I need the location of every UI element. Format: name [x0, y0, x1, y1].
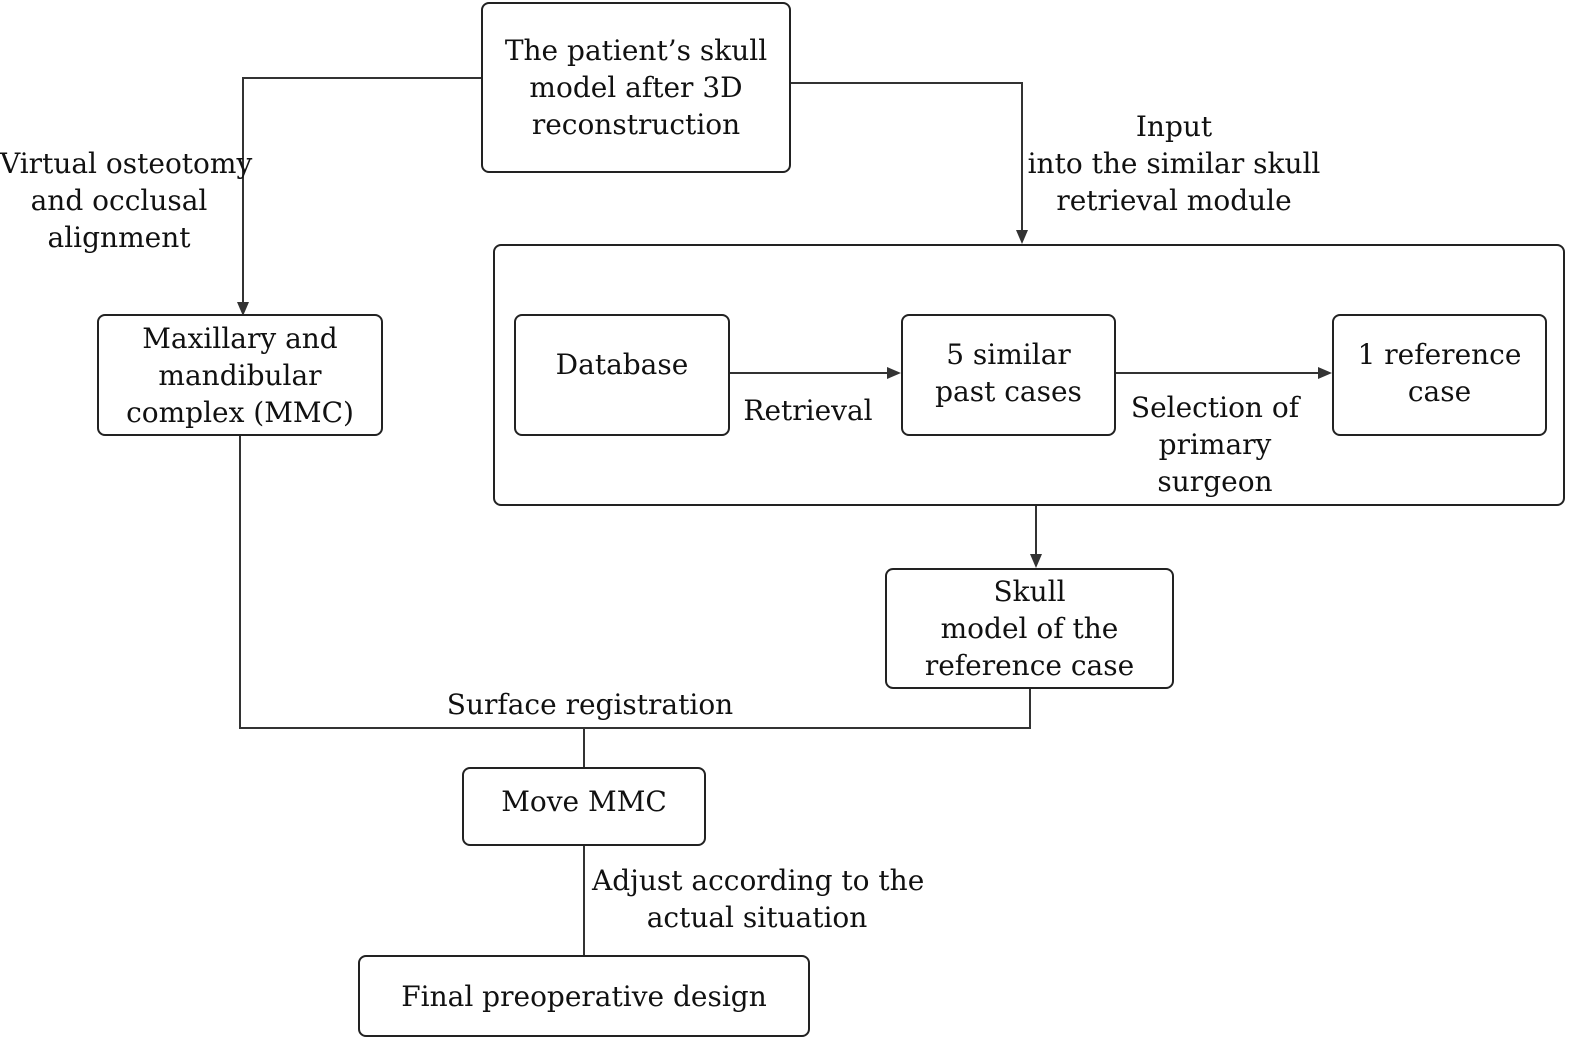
reference-case-text: 1 reference case: [1358, 336, 1522, 410]
mmc-line-2: mandibular: [158, 358, 322, 392]
adjust-line-1: Adjust according to the: [592, 864, 925, 897]
edge-skull-to-mmc: [242, 77, 481, 306]
retrieval-label: Retrieval: [740, 392, 876, 429]
adjust-line-2: actual situation: [646, 901, 868, 934]
arrowhead-module: [1016, 230, 1028, 244]
virtual-osteotomy-line-2: and occlusal: [30, 184, 208, 217]
similar-cases-text: 5 similar past cases: [935, 336, 1082, 410]
arrowhead-cases: [887, 367, 901, 379]
selection-line-1: Selection of: [1130, 391, 1300, 424]
input-module-line-1: Input: [1135, 110, 1213, 143]
mmc-text: Maxillary and mandibular complex (MMC): [126, 320, 354, 431]
virtual-osteotomy-line-1: Virtual osteotomy: [0, 147, 253, 180]
input-module-line-3: retrieval module: [1056, 184, 1292, 217]
reference-case-line-2: case: [1407, 375, 1472, 408]
input-module-label: Input into the similar skull retrieval m…: [1024, 108, 1324, 219]
skull-model-line-1: The patient’s skull: [504, 34, 768, 67]
reference-skull-line-3: reference case: [924, 649, 1135, 682]
database-box: Database: [514, 314, 730, 436]
skull-model-box: The patient’s skull model after 3D recon…: [481, 2, 791, 173]
selection-line-3: surgeon: [1157, 465, 1273, 498]
final-design-box: Final preoperative design: [358, 955, 810, 1037]
database-line-1: Database: [555, 347, 689, 381]
move-mmc-line-1: Move MMC: [501, 785, 667, 818]
reference-skull-text: Skull model of the reference case: [925, 573, 1134, 684]
input-module-line-2: into the similar skull: [1027, 147, 1321, 180]
surface-registration-label: Surface registration: [440, 686, 740, 723]
similar-cases-line-2: past cases: [935, 375, 1082, 408]
reference-case-box: 1 reference case: [1332, 314, 1547, 436]
edge-skull-to-module: [791, 82, 1023, 234]
similar-cases-line-1: 5 similar: [946, 338, 1071, 371]
mmc-line-1: Maxillary and: [142, 321, 338, 355]
reference-case-line-1: 1 reference: [1357, 338, 1522, 371]
reference-skull-line-1: Skull: [993, 575, 1066, 608]
similar-cases-box: 5 similar past cases: [901, 314, 1116, 436]
arrowhead-reference: [1318, 367, 1332, 379]
skull-model-line-3: reconstruction: [531, 108, 741, 141]
retrieval-module-container: [493, 244, 1565, 506]
arrowhead-mmc: [237, 302, 249, 316]
database-text: Database: [556, 346, 689, 383]
skull-model-line-2: model after 3D: [529, 71, 743, 104]
retrieval-line-1: Retrieval: [743, 394, 873, 427]
mmc-box: Maxillary and mandibular complex (MMC): [97, 314, 383, 436]
arrowhead-ref-skull: [1030, 554, 1042, 568]
skull-model-text: The patient’s skull model after 3D recon…: [505, 32, 767, 143]
reference-skull-box: Skull model of the reference case: [885, 568, 1174, 689]
virtual-osteotomy-line-3: alignment: [47, 221, 191, 254]
final-design-text: Final preoperative design: [401, 978, 767, 1015]
selection-label: Selection of primary surgeon: [1130, 389, 1300, 500]
surface-registration-line-1: Surface registration: [446, 688, 734, 721]
mmc-line-3: complex (MMC): [126, 395, 354, 429]
move-mmc-box: Move MMC: [462, 767, 706, 846]
adjust-label: Adjust according to the actual situation: [592, 862, 925, 936]
virtual-osteotomy-label: Virtual osteotomy and occlusal alignment: [0, 145, 253, 256]
selection-line-2: primary: [1158, 428, 1272, 461]
edge-mmc-to-registration: [239, 435, 1031, 729]
reference-skull-line-2: model of the: [940, 612, 1119, 645]
move-mmc-text: Move MMC: [501, 783, 667, 820]
final-design-line-1: Final preoperative design: [401, 979, 767, 1013]
